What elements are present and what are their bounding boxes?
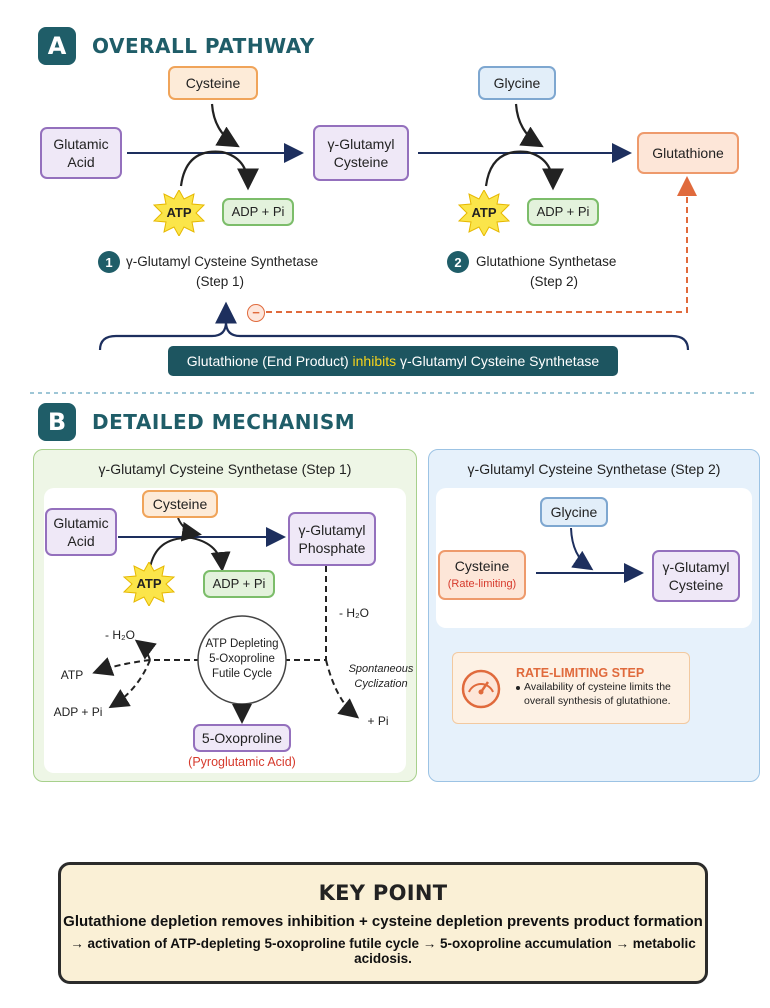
atp-starburst-1: [152, 190, 206, 236]
gamma-glutamyl-cysteine-box: γ-Glutamyl Cysteine: [313, 125, 409, 181]
arrow-cysteine-in: [210, 103, 240, 148]
arrow-atp-to-adp-2: [484, 150, 564, 191]
adp-box-b: ADP + Pi: [203, 570, 275, 598]
arrow-cysteine-in-b: [177, 517, 202, 542]
step2-name: Glutathione Synthetase: [476, 254, 617, 269]
minus-h2o-right: - H₂O: [339, 606, 369, 620]
section-a-title: OVERALL PATHWAY: [92, 34, 315, 58]
cysteine-rate-limiting-box: Cysteine (Rate-limiting): [438, 550, 526, 600]
inhibition-banner: Glutathione (End Product) inhibits γ-Glu…: [168, 346, 618, 376]
inhibition-feedback-line: [266, 176, 697, 313]
arrow-atp-to-adp-1: [179, 150, 259, 191]
rate-limiting-bullet: [516, 686, 520, 690]
step1-name: γ-Glutamyl Cysteine Synthetase: [126, 254, 319, 269]
futile-cycle-label: ATP Depleting 5-Oxoproline Futile Cycle: [205, 638, 279, 680]
adp-box-2: ADP + Pi: [527, 198, 599, 226]
atp-starburst-b: [122, 562, 176, 606]
cysteine-box: Cysteine: [168, 66, 258, 100]
key-point-box: KEY POINT Glutathione depletion removes …: [58, 862, 708, 984]
key-point-title: KEY POINT: [318, 881, 448, 905]
step1-panel-title: γ-Glutamyl Cysteine Synthetase (Step 1): [98, 461, 352, 477]
glutathione-box: Glutathione: [637, 132, 739, 174]
arrow-glycine-in-b: [570, 527, 594, 571]
step1-sub: (Step 1): [195, 274, 245, 289]
arrow-atp-to-adp-b: [149, 536, 231, 572]
dashed-phosphate-down: [280, 566, 327, 661]
adp-out-label: ADP + Pi: [53, 705, 103, 719]
section-a-arrows: [30, 103, 758, 394]
gamma-glutamyl-cysteine-box-b: γ-Glutamyl Cysteine: [652, 550, 740, 602]
glutamic-acid-label: Glutamic Acid: [53, 136, 109, 170]
key-point-line2: → activation of ATP-depleting 5-oxoproli…: [70, 936, 696, 966]
glycine-box-b: Glycine: [540, 497, 608, 527]
pyroglutamic-acid-label: (Pyroglutamic Acid): [188, 755, 296, 769]
atp-starburst-2: [457, 190, 511, 236]
key-point-line1: Glutathione depletion removes inhibition…: [63, 913, 703, 930]
dashed-to-adp: [108, 659, 151, 709]
glutamic-acid-box-b: Glutamic Acid: [45, 508, 117, 556]
rate-limiting-title: RATE-LIMITING STEP: [516, 666, 645, 680]
atp-label-b: ATP: [136, 576, 162, 591]
gamma-glutamyl-phosphate-box: γ-Glutamyl Phosphate: [288, 512, 376, 566]
section-b-arrows: [92, 517, 644, 724]
dashed-to-atp: [92, 657, 151, 676]
oxoproline-box: 5-Oxoproline: [193, 724, 291, 752]
gauge-icon: [461, 669, 501, 709]
dashed-to-h2o-left: [134, 639, 157, 661]
glycine-box: Glycine: [478, 66, 556, 100]
section-b-badge: B: [38, 403, 76, 441]
cysteine-box-b: Cysteine: [142, 490, 218, 518]
minus-h2o-left: - H₂O: [105, 628, 135, 642]
atp-out-label: ATP: [60, 668, 84, 682]
inhibition-minus-sign: −: [247, 304, 265, 322]
rate-limiting-text: Availability of cysteine limits the over…: [524, 681, 671, 707]
step2-sub: (Step 2): [529, 274, 579, 289]
step2-number: 2: [447, 251, 469, 273]
section-a-badge: A: [38, 27, 76, 65]
adp-box-1: ADP + Pi: [222, 198, 294, 226]
section-b-title: DETAILED MECHANISM: [92, 410, 356, 434]
atp-label-1: ATP: [166, 205, 192, 220]
pi-out-label: + Pi: [367, 714, 389, 728]
step2-panel-title: γ-Glutamyl Cysteine Synthetase (Step 2): [467, 461, 721, 477]
step1-number: 1: [98, 251, 120, 273]
spontaneous-cyclization-label: Spontaneous Cyclization: [348, 663, 414, 690]
glutamic-acid-box: Glutamic Acid: [40, 127, 122, 179]
arrow-glycine-in: [514, 103, 544, 148]
atp-label-2: ATP: [471, 205, 497, 220]
